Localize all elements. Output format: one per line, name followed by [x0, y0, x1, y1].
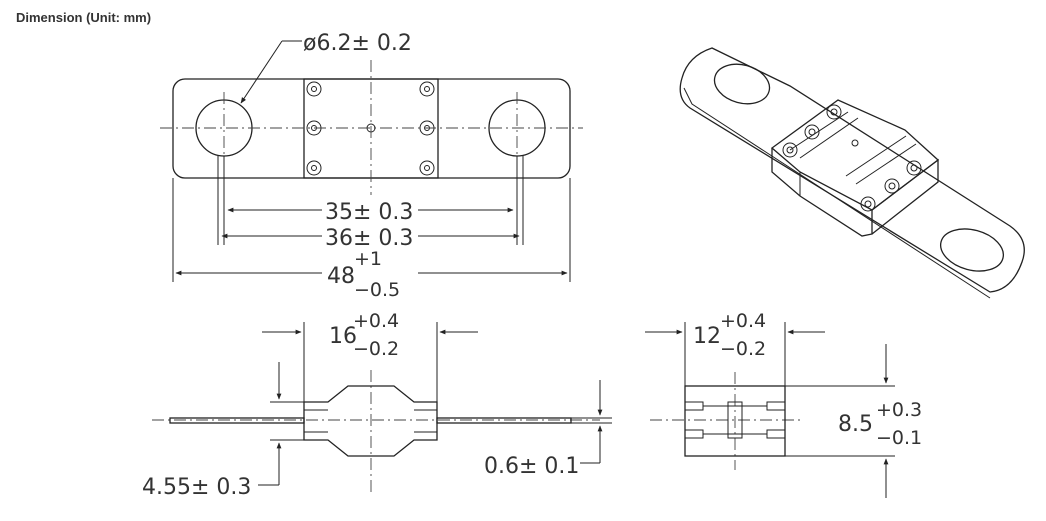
top-screws [306, 81, 435, 176]
side-body [303, 385, 438, 457]
end-width-minus-tol: −0.2 [720, 338, 766, 360]
right-terminal [436, 417, 572, 424]
side-view-left: 16 +0.4 −0.2 4.55± 0.3 0.6± 0.1 [142, 310, 612, 500]
end-height-label: 8.5 [838, 412, 873, 437]
terminal-thickness-label: 0.6± 0.1 [484, 454, 579, 479]
hole-pitch-36-label: 36± 0.3 [325, 226, 413, 251]
body-width-label: 16 [329, 324, 357, 349]
left-terminal [169, 417, 305, 424]
hole-diameter-label: ø6.2± 0.2 [303, 31, 412, 56]
dimension-heading: Dimension (Unit: mm) [16, 10, 152, 25]
overall-length-minus-tol: −0.5 [354, 279, 400, 301]
end-height-minus-tol: −0.1 [876, 427, 922, 449]
fuse-plate-outline [172, 78, 571, 179]
body-height-label: 4.55± 0.3 [142, 475, 251, 500]
isometric-view [679, 47, 1025, 299]
overall-length-label: 48 [327, 264, 355, 289]
top-view: ø6.2± 0.2 35± 0.3 36± 0.3 48 +1 −0.5 [160, 31, 583, 301]
end-body-outline [684, 385, 786, 457]
end-width-label: 12 [693, 324, 721, 349]
body-width-minus-tol: −0.2 [353, 338, 399, 360]
end-width-plus-tol: +0.4 [720, 310, 766, 332]
body-width-plus-tol: +0.4 [353, 310, 399, 332]
end-height-plus-tol: +0.3 [876, 399, 922, 421]
hole-pitch-35-label: 35± 0.3 [325, 200, 413, 225]
overall-length-plus-tol: +1 [354, 248, 382, 270]
side-view-right: 12 +0.4 −0.2 8.5 +0.3 −0.1 [645, 310, 922, 498]
